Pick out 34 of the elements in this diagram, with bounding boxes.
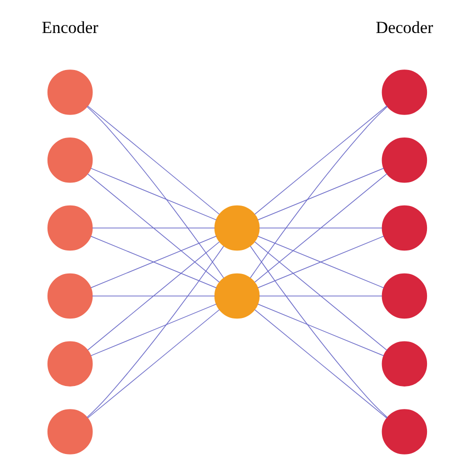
connector bbox=[249, 246, 388, 418]
node-circle bbox=[46, 341, 92, 386]
connector bbox=[86, 106, 220, 215]
connector bbox=[254, 105, 387, 215]
connector bbox=[257, 236, 384, 288]
connector bbox=[86, 309, 220, 418]
connector bbox=[86, 241, 220, 350]
node-circle bbox=[381, 409, 427, 454]
connector bbox=[86, 246, 224, 418]
connector bbox=[257, 304, 384, 356]
node-circle bbox=[46, 205, 92, 251]
connector bbox=[254, 241, 387, 351]
connector bbox=[90, 168, 216, 220]
node-circle bbox=[214, 273, 260, 319]
connector bbox=[257, 168, 384, 220]
connector bbox=[86, 174, 220, 283]
connector bbox=[254, 309, 387, 419]
connector bbox=[249, 106, 388, 278]
connector bbox=[90, 304, 216, 356]
connector bbox=[86, 106, 224, 278]
connector bbox=[90, 236, 216, 288]
node-circle bbox=[46, 409, 92, 454]
node-circle bbox=[46, 273, 92, 319]
node-circle bbox=[381, 273, 427, 319]
node-circle bbox=[381, 70, 427, 115]
label: Encoder bbox=[41, 18, 98, 38]
connector bbox=[254, 173, 387, 283]
node-circle bbox=[381, 205, 427, 251]
node-circle bbox=[381, 138, 427, 183]
label: Decoder bbox=[375, 18, 433, 38]
node-circle bbox=[46, 138, 92, 183]
node-circle bbox=[46, 70, 92, 115]
node-circle bbox=[381, 341, 427, 386]
node-circle bbox=[214, 205, 260, 251]
